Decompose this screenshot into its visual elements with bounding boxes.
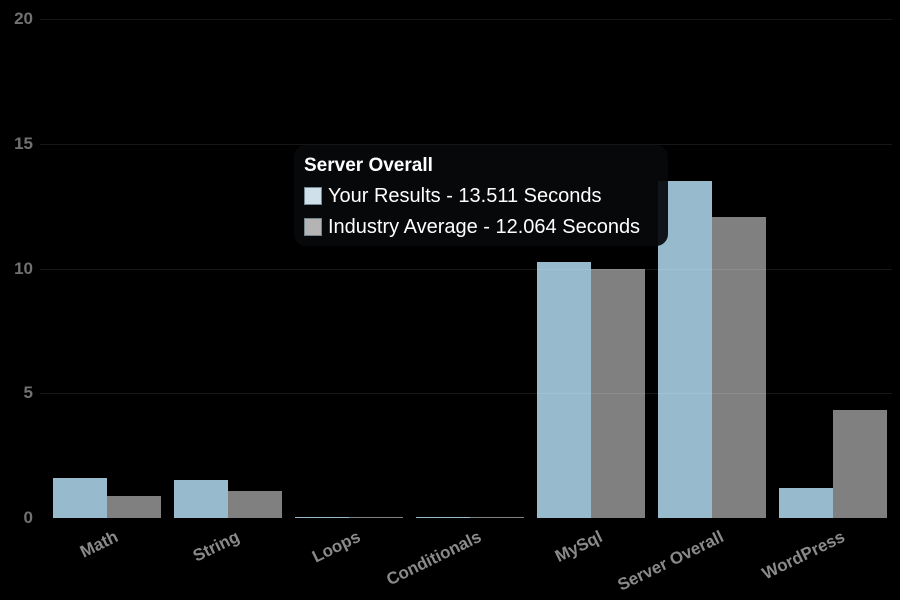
bar-your-results-wordpress[interactable]	[779, 487, 833, 518]
bar-industry-average-wordpress[interactable]	[833, 410, 887, 518]
gridline-10	[40, 269, 892, 270]
bar-industry-average-string[interactable]	[228, 490, 282, 518]
x-label-loops: Loops	[309, 527, 364, 567]
gridline-5	[40, 393, 892, 394]
x-label-mysql: MySql	[552, 527, 606, 567]
gridline-20	[40, 19, 892, 20]
y-tick-label-15: 15	[14, 133, 33, 153]
tooltip-row-industry-average: Industry Average - 12.064 Seconds	[304, 215, 658, 239]
y-tick-label-10: 10	[14, 258, 33, 278]
industry-average-swatch-icon	[304, 218, 322, 236]
x-label-server-overall: Server Overall	[614, 527, 727, 595]
x-label-string: String	[189, 527, 243, 566]
tooltip: Server Overall Your Results - 13.511 Sec…	[294, 145, 668, 246]
bar-your-results-mysql[interactable]	[537, 261, 591, 518]
x-label-math: Math	[77, 527, 122, 562]
gridline-15	[40, 144, 892, 145]
bar-your-results-math[interactable]	[53, 477, 107, 518]
bar-industry-average-loops[interactable]	[349, 516, 403, 518]
x-label-conditionals: Conditionals	[383, 527, 485, 590]
y-tick-label-20: 20	[14, 9, 33, 28]
bar-your-results-loops[interactable]	[295, 516, 349, 518]
y-tick-label-0: 0	[23, 508, 33, 527]
bar-your-results-string[interactable]	[174, 479, 228, 518]
tooltip-your-results-label: Your Results - 13.511 Seconds	[328, 185, 602, 207]
bar-industry-average-server-overall[interactable]	[712, 217, 766, 518]
bar-industry-average-conditionals[interactable]	[470, 516, 524, 518]
tooltip-row-your-results: Your Results - 13.511 Seconds	[304, 184, 658, 208]
tooltip-title: Server Overall	[304, 155, 433, 176]
bar-your-results-conditionals[interactable]	[416, 516, 470, 518]
bar-industry-average-mysql[interactable]	[591, 269, 645, 518]
bar-industry-average-math[interactable]	[107, 496, 161, 518]
x-label-wordpress: WordPress	[758, 527, 848, 584]
tooltip-industry-average-label: Industry Average - 12.064 Seconds	[328, 216, 641, 238]
y-tick-label-5: 5	[23, 383, 33, 403]
your-results-swatch-icon	[304, 187, 322, 205]
